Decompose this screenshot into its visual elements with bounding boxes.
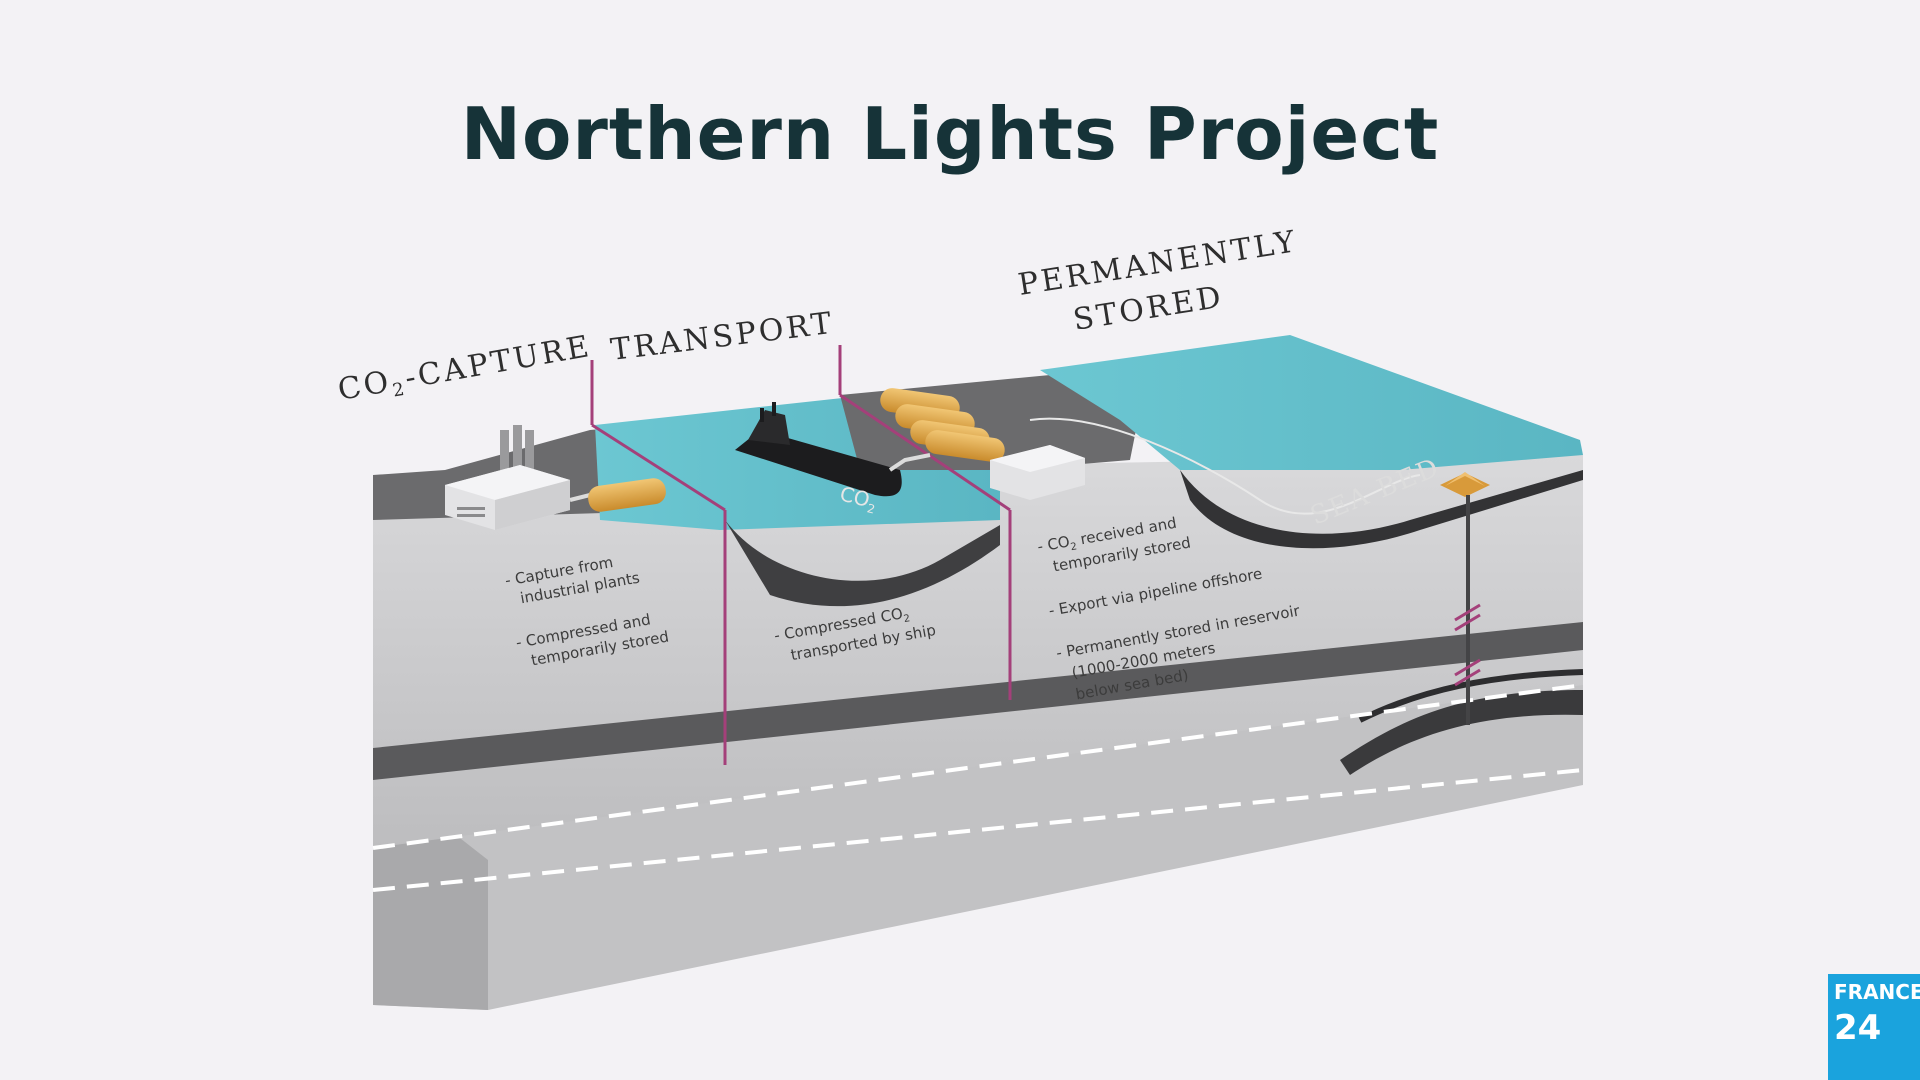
logo-text-line1: FRANCE	[1834, 980, 1920, 1004]
stage-label-transport: TRANSPORT	[609, 306, 837, 368]
reservoir-layer	[373, 622, 1583, 780]
reservoir-formation	[1340, 690, 1583, 775]
export-facility	[990, 417, 1421, 515]
storage-tanks	[880, 388, 1005, 462]
seabed-trough	[725, 520, 1000, 607]
france24-logo: FRANCE 24	[1828, 974, 1920, 1080]
capture-tank	[569, 478, 666, 512]
stage-dividers	[590, 345, 1012, 765]
page-title: Northern Lights Project	[460, 92, 1440, 176]
seabed-offshore	[1180, 470, 1583, 549]
water-offshore	[1040, 335, 1583, 470]
capture-plant	[445, 425, 570, 530]
co2-ship: CO2	[735, 402, 931, 517]
injection-well	[1440, 472, 1490, 725]
stage-label-capture: CO2-CAPTURE	[335, 329, 594, 411]
upper-block	[372, 455, 1584, 892]
logo-text-line2: 24	[1834, 1008, 1882, 1048]
svg-text:CO2: CO2	[837, 481, 880, 516]
offshore-pipeline	[1029, 417, 1421, 515]
